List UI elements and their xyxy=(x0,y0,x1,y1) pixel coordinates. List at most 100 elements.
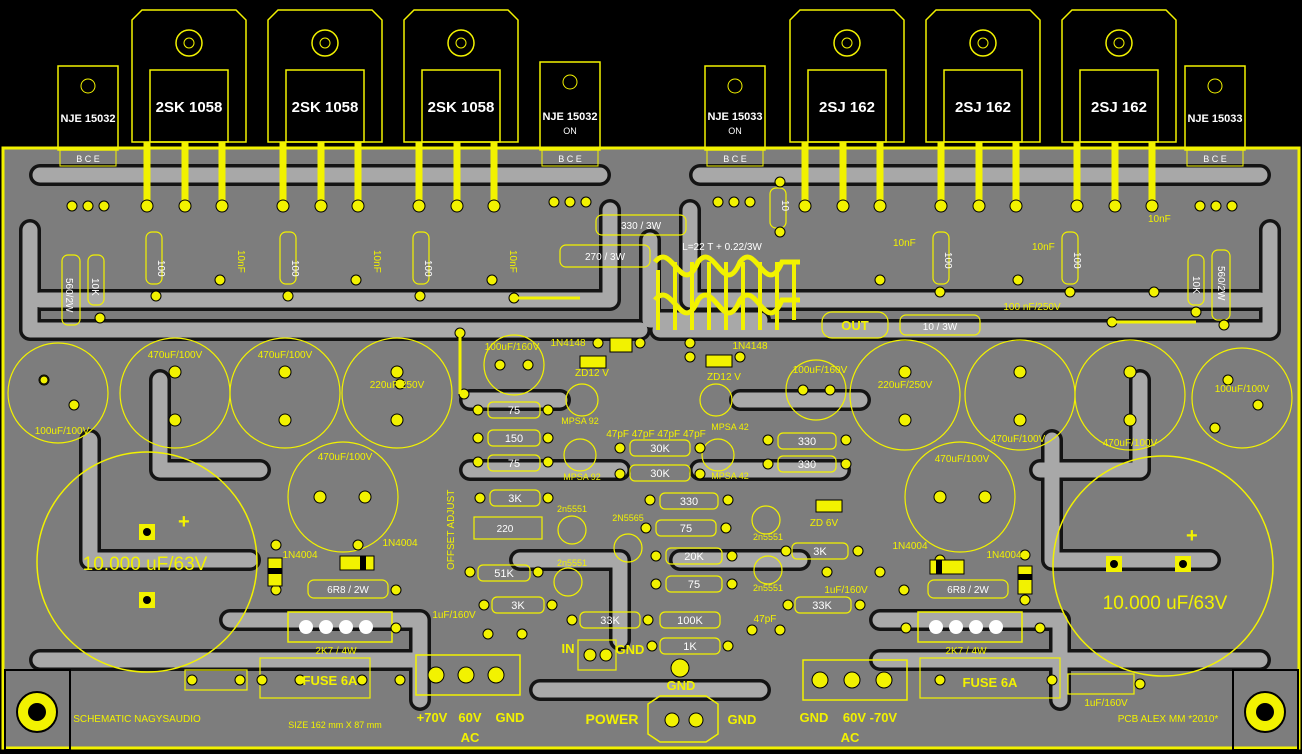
driver-pins: B C E xyxy=(76,154,100,164)
label-ac-left: AC xyxy=(461,730,480,745)
driver-pins: B C E xyxy=(723,154,747,164)
label-2n5551: 2n5551 xyxy=(557,504,587,514)
label-in: IN xyxy=(562,641,575,656)
label-r20k: 20K xyxy=(684,551,704,563)
label-c470: 470uF/100V xyxy=(1103,438,1158,449)
svg-text:+: + xyxy=(1186,525,1198,547)
label-r30k: 30K xyxy=(650,468,670,480)
heatsink-resistors xyxy=(61,187,1231,339)
label-gate-cap: 10nF xyxy=(1032,242,1055,253)
driver-sub: ON xyxy=(563,126,577,136)
label-fuse: FUSE 6A xyxy=(303,673,359,688)
label-ac-right-gnd: GND xyxy=(800,710,829,725)
copper-traces xyxy=(19,164,1281,711)
label-gnd-power: GND xyxy=(728,712,757,727)
label-2n5551: 2n5551 xyxy=(753,532,783,542)
driver-name: NJE 15032 xyxy=(542,111,597,123)
mosfet-name: 2SJ 162 xyxy=(819,99,875,116)
label-credit-left: SCHEMATIC NAGYSAUDIO xyxy=(73,714,201,725)
label-1n4004: 1N4004 xyxy=(282,550,317,561)
label-c100-100-right: 100uF/100V xyxy=(1215,384,1270,395)
label-gate-cap: 10nF xyxy=(1148,214,1171,225)
big-cap-left: + xyxy=(36,451,258,673)
label-c470: 470uF/100V xyxy=(991,434,1046,445)
label-r75: 75 xyxy=(680,523,692,535)
medium-caps xyxy=(7,334,1293,553)
driver-resistors xyxy=(307,401,1009,655)
small-transistors xyxy=(553,383,783,597)
label-r3k: 3K xyxy=(511,600,525,612)
label-mpsa92: MPSA 92 xyxy=(563,472,601,482)
label-c470: 470uF/100V xyxy=(935,454,990,465)
label-ac-left-v1: +70V xyxy=(417,710,448,725)
label-c220-left: 220uF/250V xyxy=(370,380,425,391)
mosfet-name: 2SK 1058 xyxy=(428,99,495,116)
label-r270-3w: 270 / 3W xyxy=(585,252,626,263)
label-r10k-left: 10K xyxy=(89,278,100,296)
label-c100-100-left: 100uF/100V xyxy=(35,426,90,437)
label-1n4004: 1N4004 xyxy=(382,538,417,549)
label-2n5565: 2N5565 xyxy=(612,513,644,523)
terminals xyxy=(184,639,1135,743)
label-r560-right: 560/2W xyxy=(1215,266,1226,301)
cap-pads xyxy=(38,359,1264,504)
label-big-cap: 10.000 uF/63V xyxy=(1103,593,1228,614)
label-out: OUT xyxy=(841,318,869,333)
label-caps47pf: 47pF 47pF 47pF 47pF xyxy=(606,429,706,440)
label-r33k: 33K xyxy=(600,615,620,627)
label-r100k: 100K xyxy=(677,615,703,627)
driver-name: NJE 15032 xyxy=(60,113,115,125)
label-r51k: 51K xyxy=(494,568,514,580)
label-source-res: 100 xyxy=(422,260,433,277)
driver-njeC: NJE 15033 ON B C E xyxy=(704,65,766,167)
label-gate-cap: 10nF xyxy=(893,238,916,249)
driver-njeB: NJE 15032 ON B C E xyxy=(539,61,601,167)
label-c1uf: 1uF/160V xyxy=(1084,698,1128,709)
label-ac-right: AC xyxy=(841,730,860,745)
label-r330: 330 xyxy=(680,496,698,508)
jumpers xyxy=(458,296,1196,394)
label-source-res: 100 xyxy=(1071,252,1082,269)
label-c47pf: 47pF xyxy=(754,614,777,625)
label-zd12-left: ZD12 V xyxy=(575,368,609,379)
big-cap-right: + xyxy=(1052,455,1274,677)
label-source-res: 100 xyxy=(942,252,953,269)
label-r30k: 30K xyxy=(650,443,670,455)
label-r3k: 3K xyxy=(508,493,522,505)
label-power: POWER xyxy=(586,711,639,727)
label-coil: L=22 T + 0.22/3W xyxy=(682,242,762,253)
driver-sub: ON xyxy=(728,126,742,136)
mosfet-5: 2SJ 162 xyxy=(925,9,1041,143)
label-1n4148-left: 1N4148 xyxy=(550,338,585,349)
label-credit-right: PCB ALEX MM *2010* xyxy=(1118,714,1219,725)
label-r560-left: 560/2W xyxy=(63,278,74,313)
label-c100-160-right: 100uF/160V xyxy=(793,365,848,376)
label-big-cap: 10.000 uF/63V xyxy=(83,554,208,575)
small-pads xyxy=(39,176,1238,690)
mosfet-2: 2SK 1058 xyxy=(267,9,383,143)
label-gate-cap: 10nF xyxy=(371,250,382,273)
label-mpsa92: MPSA 92 xyxy=(561,416,599,426)
label-c470: 470uF/100V xyxy=(258,350,313,361)
label-r150: 150 xyxy=(505,433,523,445)
label-fuse: FUSE 6A xyxy=(963,675,1019,690)
label-r75: 75 xyxy=(508,405,520,417)
mosfet-name: 2SK 1058 xyxy=(292,99,359,116)
label-mpsa42: MPSA 42 xyxy=(711,471,749,481)
label-r330-3w: 330 / 3W xyxy=(621,221,662,232)
label-r33k: 33K xyxy=(812,600,832,612)
label-r75: 75 xyxy=(508,458,520,470)
driver-name: NJE 15033 xyxy=(1187,113,1242,125)
label-c470: 470uF/100V xyxy=(148,350,203,361)
label-source-res: 100 xyxy=(289,260,300,277)
label-ac-left-gnd: GND xyxy=(496,710,525,725)
label-1n4148-right: 1N4148 xyxy=(732,341,767,352)
label-1n4004: 1N4004 xyxy=(986,550,1021,561)
labels: 100 100 100 100 100 10 10nF 10nF 10nF 10… xyxy=(35,200,1270,745)
label-r10k-right: 10K xyxy=(1190,276,1201,294)
mosfet-name: 2SK 1058 xyxy=(156,99,223,116)
svg-text:+: + xyxy=(178,511,190,533)
label-gate-cap: 10nF xyxy=(235,250,246,273)
output-coil xyxy=(653,254,800,330)
label-r10-3w: 10 / 3W xyxy=(923,322,958,333)
